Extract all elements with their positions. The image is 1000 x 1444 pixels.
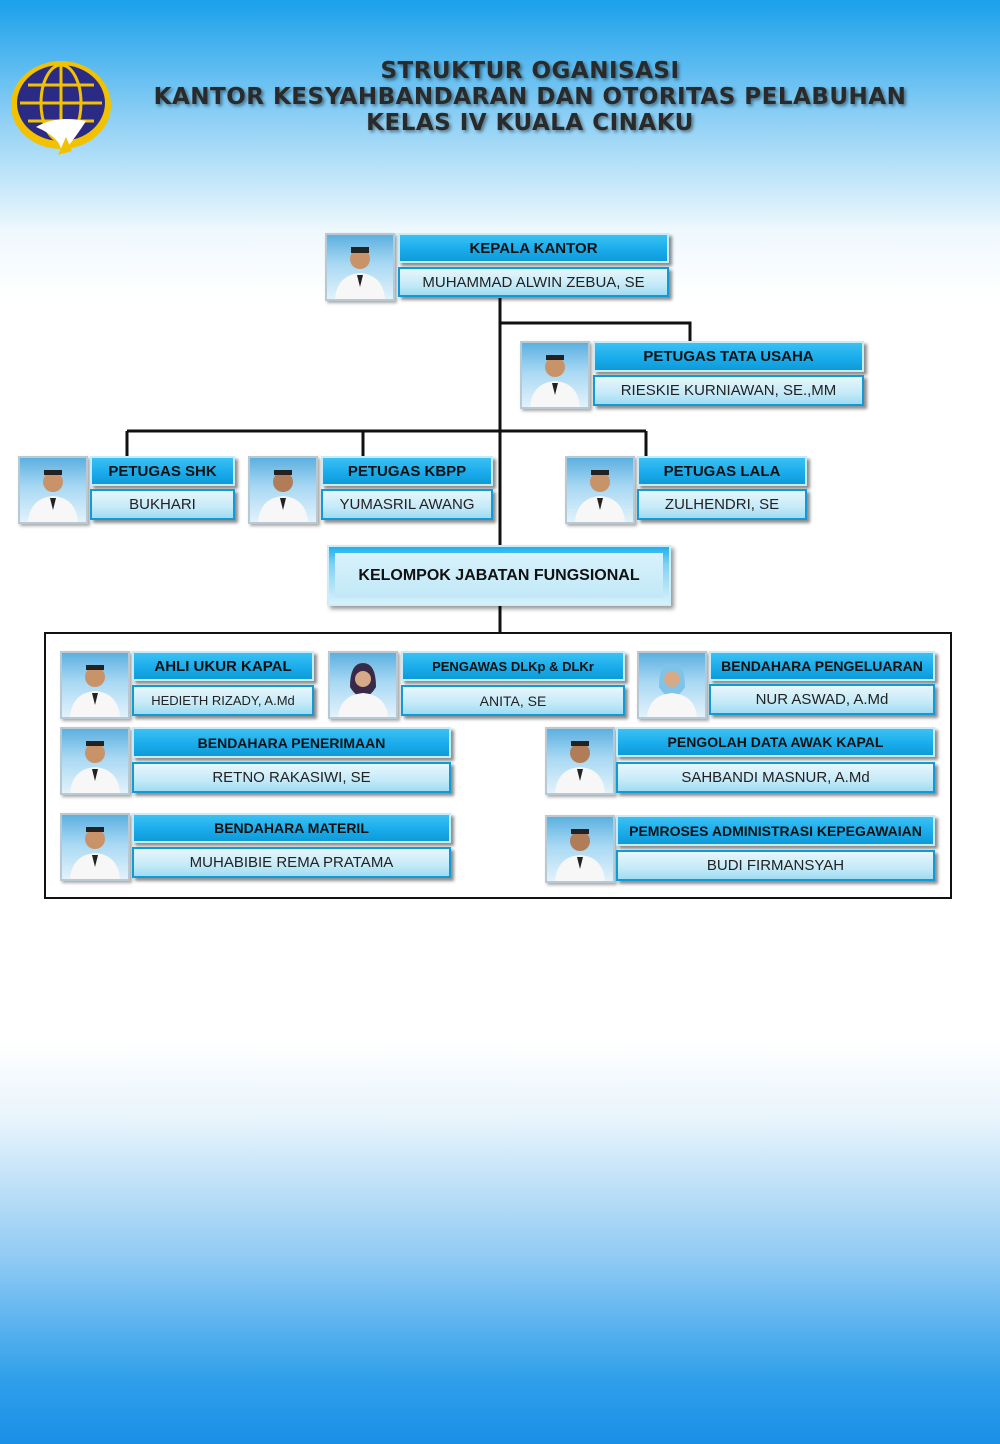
title-tata-usaha: PETUGAS TATA USAHA [593,341,864,372]
organization-logo [6,55,116,165]
title-bendahara-pengeluaran: BENDAHARA PENGELUARAN [709,651,935,681]
name-petugas-lala: ZULHENDRI, SE [637,489,807,520]
title-bendahara-penerimaan: BENDAHARA PENERIMAAN [132,727,451,758]
person-avatar-icon [575,470,625,522]
title-ahli-ukur-kapal: AHLI UKUR KAPAL [132,651,314,681]
kelompok-jabatan-fungsional-box: KELOMPOK JABATAN FUNGSIONAL [327,545,671,606]
name-pemroses-administrasi-kepegawaian: BUDI FIRMANSYAH [616,850,935,881]
connector-tata-usaha [500,321,692,342]
photo-bendahara-penerimaan [60,727,130,795]
person-avatar-icon [70,741,120,793]
photo-bendahara-materil [60,813,130,881]
person-hijab-avatar-icon [647,663,697,717]
photo-petugas-shk [18,456,88,524]
title-kepala-kantor: KEPALA KANTOR [398,233,669,263]
person-hijab-avatar-icon [338,663,388,717]
globe-ship-emblem-icon [11,61,111,155]
photo-bendahara-pengeluaran [637,651,707,719]
person-avatar-icon [28,470,78,522]
name-pengolah-data-awak-kapal: SAHBANDI MASNUR, A.Md [616,762,935,793]
name-bendahara-penerimaan: RETNO RAKASIWI, SE [132,762,451,793]
name-tata-usaha: RIESKIE KURNIAWAN, SE.,MM [593,375,864,406]
name-pengawas-dlkp-dlkr: ANITA, SE [401,685,625,716]
photo-ahli-ukur-kapal [60,651,130,719]
title-bendahara-materil: BENDAHARA MATERIL [132,813,451,843]
group-title: KELOMPOK JABATAN FUNGSIONAL [335,553,663,598]
chart-title-line-1: STRUKTUR OGANISASI [380,58,680,84]
person-avatar-icon [555,829,605,881]
person-avatar-icon [258,470,308,522]
chart-title-line-2: KANTOR KESYAHBANDARAN DAN OTORITAS PELAB… [153,84,907,110]
photo-petugas-lala [565,456,635,524]
person-avatar-icon [70,665,120,717]
photo-pengolah-data-awak-kapal [545,727,615,795]
name-petugas-kbpp: YUMASRIL AWANG [321,489,493,520]
photo-tata-usaha [520,341,590,409]
chart-title-line-3: KELAS IV KUALA CINAKU [366,110,694,136]
name-ahli-ukur-kapal: HEDIETH RIZADY, A.Md [132,685,314,716]
person-avatar-icon [530,355,580,407]
person-avatar-icon [70,827,120,879]
photo-kepala-kantor [325,233,395,301]
photo-petugas-kbpp [248,456,318,524]
photo-pengawas-dlkp-dlkr [328,651,398,719]
person-avatar-icon [555,741,605,793]
photo-pemroses-administrasi-kepegawaian [545,815,615,883]
title-petugas-kbpp: PETUGAS KBPP [321,456,493,486]
name-petugas-shk: BUKHARI [90,489,235,520]
name-kepala-kantor: MUHAMMAD ALWIN ZEBUA, SE [398,267,669,297]
title-petugas-lala: PETUGAS LALA [637,456,807,486]
title-pengolah-data-awak-kapal: PENGOLAH DATA AWAK KAPAL [616,727,935,757]
name-bendahara-pengeluaran: NUR ASWAD, A.Md [709,684,935,715]
title-pengawas-dlkp-dlkr: PENGAWAS DLKp & DLKr [401,651,625,681]
title-petugas-shk: PETUGAS SHK [90,456,235,486]
title-pemroses-administrasi-kepegawaian: PEMROSES ADMINISTRASI KEPEGAWAIAN [616,815,935,846]
person-avatar-icon [335,247,385,299]
name-bendahara-materil: MUHABIBIE REMA PRATAMA [132,847,451,878]
